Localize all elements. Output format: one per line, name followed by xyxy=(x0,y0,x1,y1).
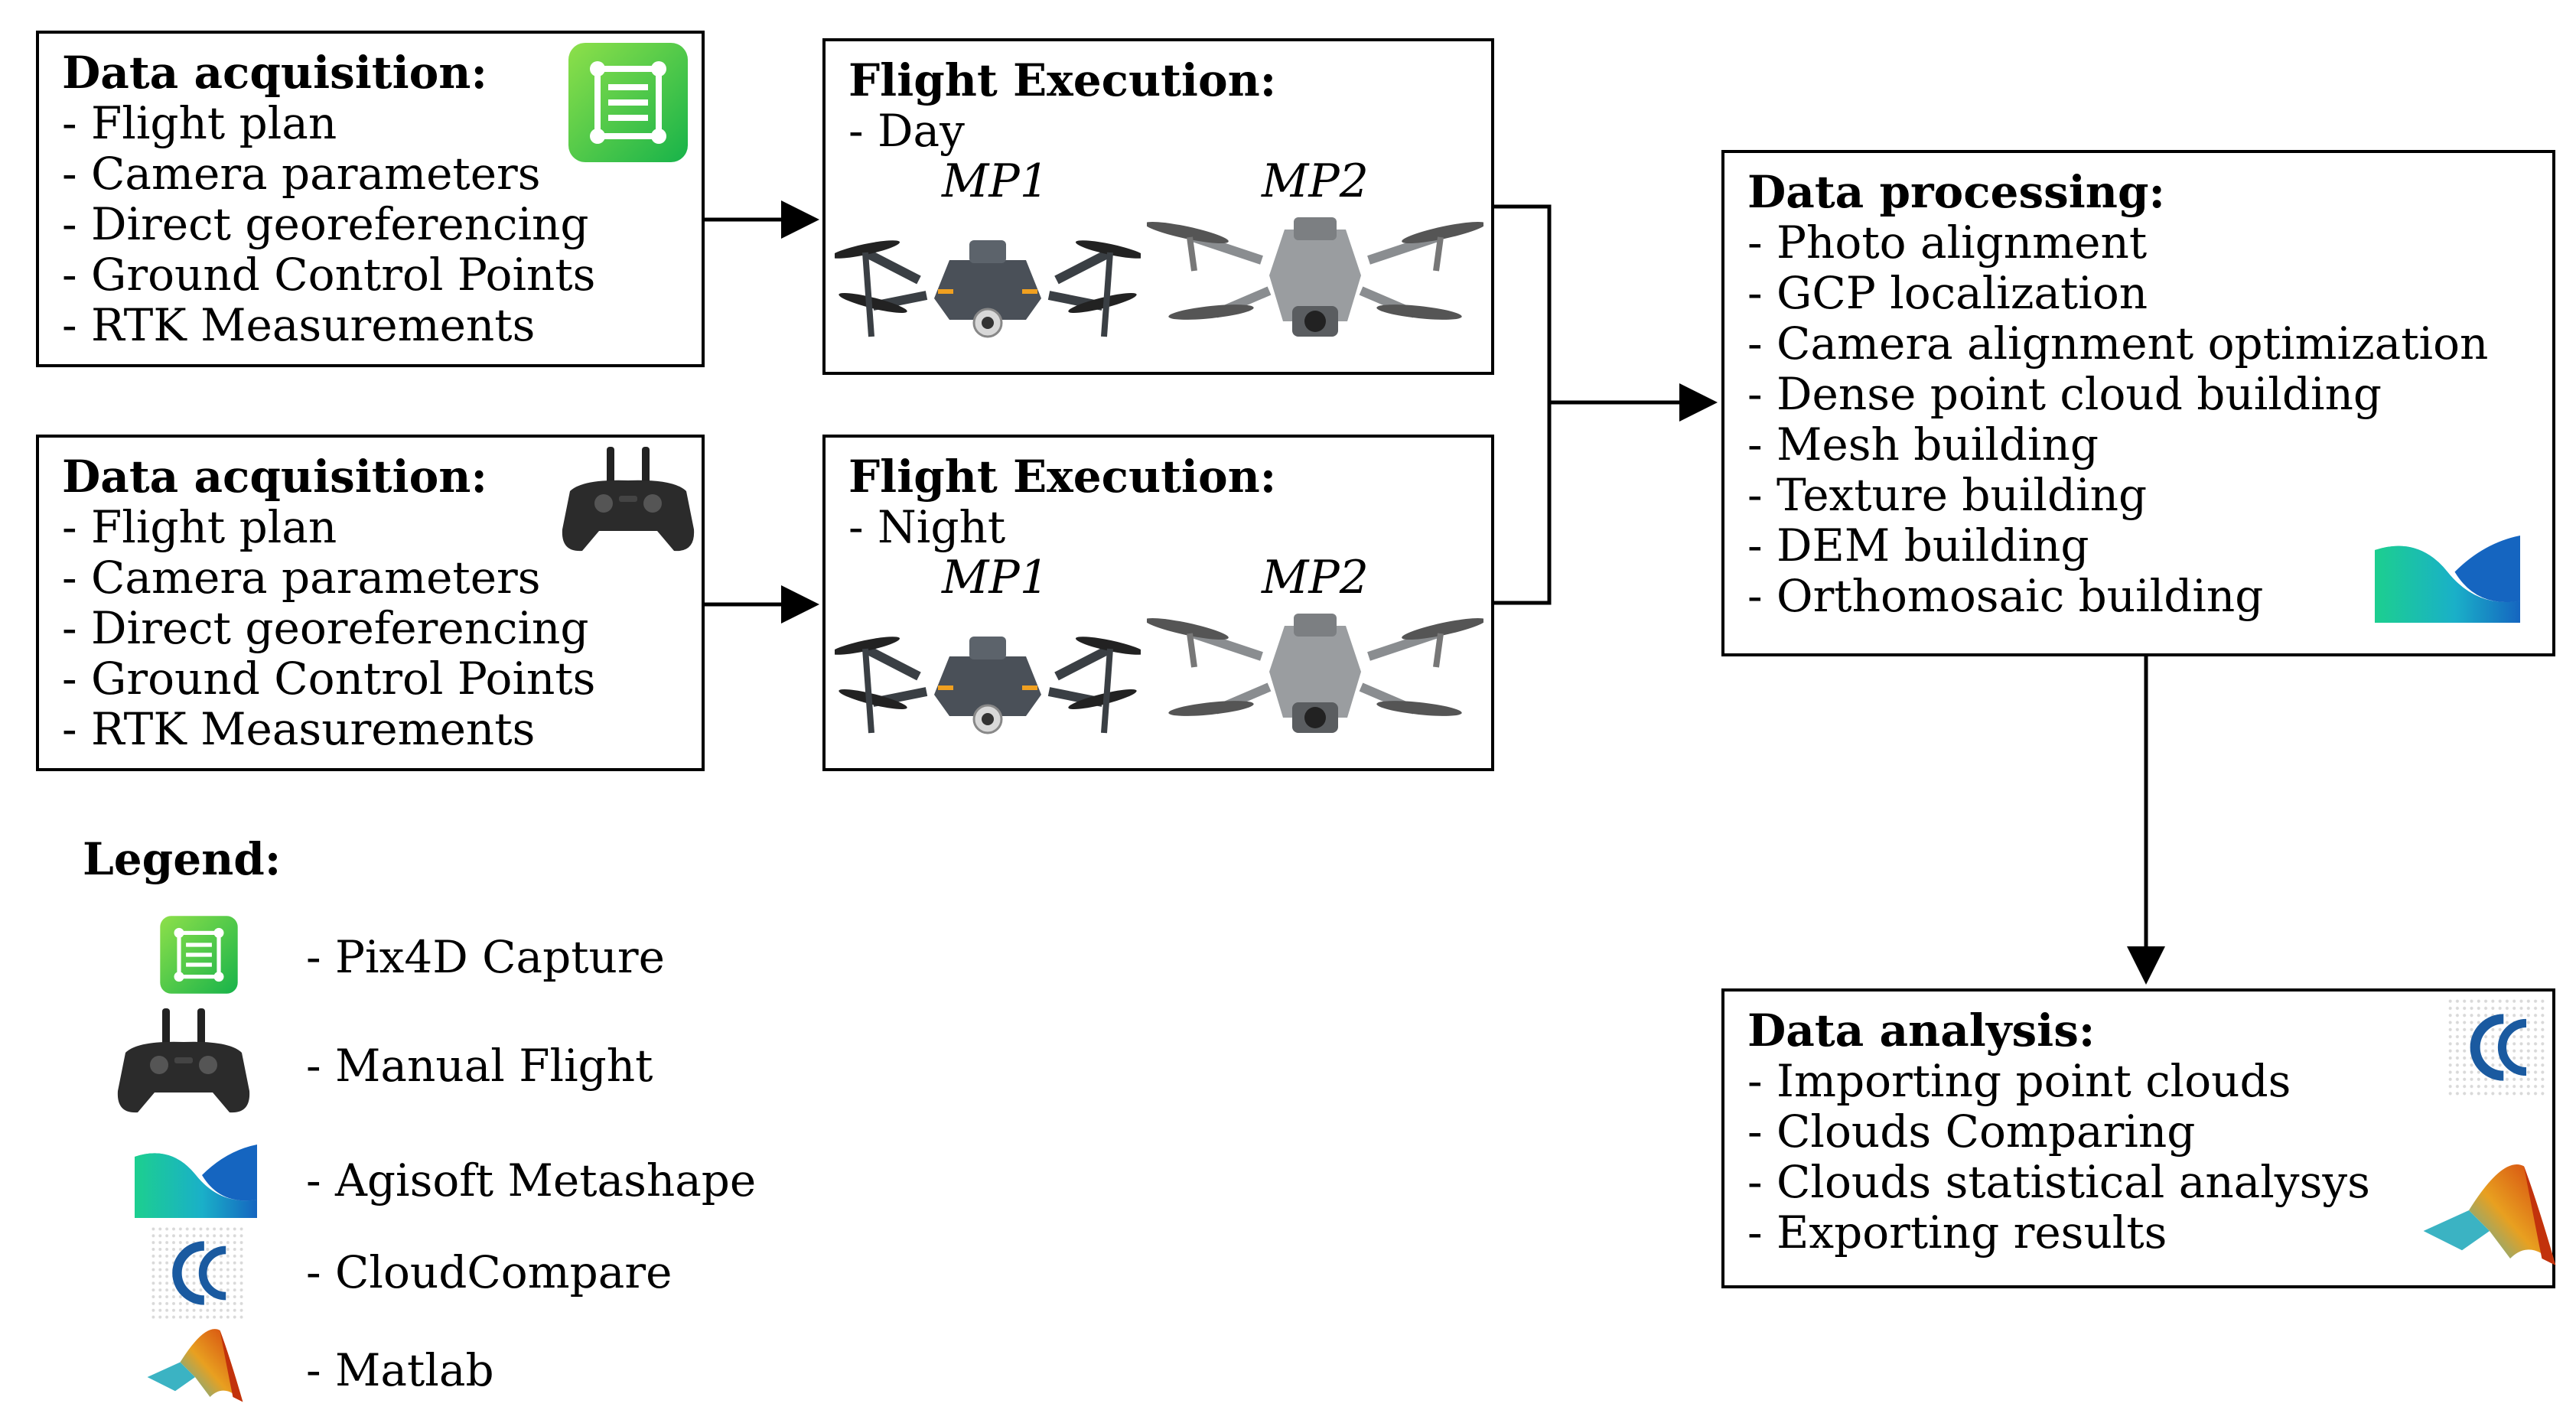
matlab-icon xyxy=(2421,1160,2558,1275)
list-item: - Texture building xyxy=(1747,469,2148,521)
pix4d-capture-icon xyxy=(567,41,689,164)
flight-mode-label: - Night xyxy=(848,501,1006,553)
list-item: - Importing point clouds xyxy=(1747,1055,2291,1107)
pix4d-capture-icon xyxy=(159,915,239,995)
list-item: - RTK Measurements xyxy=(62,299,536,351)
flight-mode-label: - Day xyxy=(848,105,965,157)
list-item: - Exporting results xyxy=(1747,1206,2167,1259)
agisoft-metashape-icon xyxy=(135,1145,257,1218)
remote-controller-icon xyxy=(559,445,697,560)
list-item: - Photo alignment xyxy=(1747,217,2148,269)
data-analysis-box: Data analysis: - Importing point clouds … xyxy=(1721,988,2555,1288)
mp2-label: MP2 xyxy=(1262,551,1369,604)
cloudcompare-icon xyxy=(150,1226,245,1320)
data-processing-box: Data processing: - Photo alignment - GCP… xyxy=(1721,150,2555,656)
connector-flight-merge xyxy=(1494,204,1552,605)
legend-label: - Manual Flight xyxy=(306,1040,653,1092)
list-item: - Dense point cloud building xyxy=(1747,368,2382,420)
list-item: - Camera parameters xyxy=(62,552,541,604)
list-item: - GCP localization xyxy=(1747,267,2148,319)
data-acquisition-box-2: Data acquisition: - Flight plan - Camera… xyxy=(36,435,705,771)
list-item: - DEM building xyxy=(1747,519,2089,571)
list-item: - Flight plan xyxy=(62,501,337,553)
agisoft-metashape-icon xyxy=(2375,536,2520,623)
mp1-label: MP1 xyxy=(942,155,1049,208)
list-item: - Camera alignment optimization xyxy=(1747,317,2489,370)
list-item: - Mesh building xyxy=(1747,418,2099,471)
legend-label: - Agisoft Metashape xyxy=(306,1154,757,1206)
list-item: - Orthomosaic building xyxy=(1747,570,2264,622)
data-analysis-title: Data analysis: xyxy=(1747,1005,2096,1057)
legend-label: - CloudCompare xyxy=(306,1246,672,1298)
legend-title: Legend: xyxy=(83,833,282,885)
mavic-2-drone-image xyxy=(1147,603,1483,741)
mp1-label: MP1 xyxy=(942,551,1049,604)
list-item: - Ground Control Points xyxy=(62,249,596,301)
flight-execution-box-night: Flight Execution: - Night MP1 MP2 xyxy=(822,435,1494,771)
matlab-icon xyxy=(145,1327,245,1408)
data-acquisition-title: Data acquisition: xyxy=(62,451,487,503)
remote-controller-icon xyxy=(115,1007,252,1122)
list-item: - Clouds Comparing xyxy=(1747,1106,2196,1158)
list-item: - Camera parameters xyxy=(62,148,541,200)
list-item: - Flight plan xyxy=(62,97,337,149)
mavic-pro-drone-image xyxy=(835,618,1141,741)
flight-execution-title: Flight Execution: xyxy=(848,451,1277,503)
list-item: - Direct georeferencing xyxy=(62,602,589,654)
flight-execution-title: Flight Execution: xyxy=(848,54,1277,106)
data-processing-title: Data processing: xyxy=(1747,166,2165,218)
legend-label: - Pix4D Capture xyxy=(306,931,665,983)
cloudcompare-icon xyxy=(2447,998,2546,1097)
data-acquisition-box-1: Data acquisition: - Flight plan - Camera… xyxy=(36,31,705,367)
flight-execution-box-day: Flight Execution: - Day MP1 MP2 xyxy=(822,38,1494,375)
mp2-label: MP2 xyxy=(1262,155,1369,208)
list-item: - Ground Control Points xyxy=(62,653,596,705)
legend-label: - Matlab xyxy=(306,1344,494,1396)
data-acquisition-title: Data acquisition: xyxy=(62,47,487,99)
mavic-2-drone-image xyxy=(1147,207,1483,344)
list-item: - RTK Measurements xyxy=(62,703,536,755)
mavic-pro-drone-image xyxy=(835,222,1141,344)
list-item: - Direct georeferencing xyxy=(62,198,589,250)
list-item: - Clouds statistical analysys xyxy=(1747,1156,2370,1208)
